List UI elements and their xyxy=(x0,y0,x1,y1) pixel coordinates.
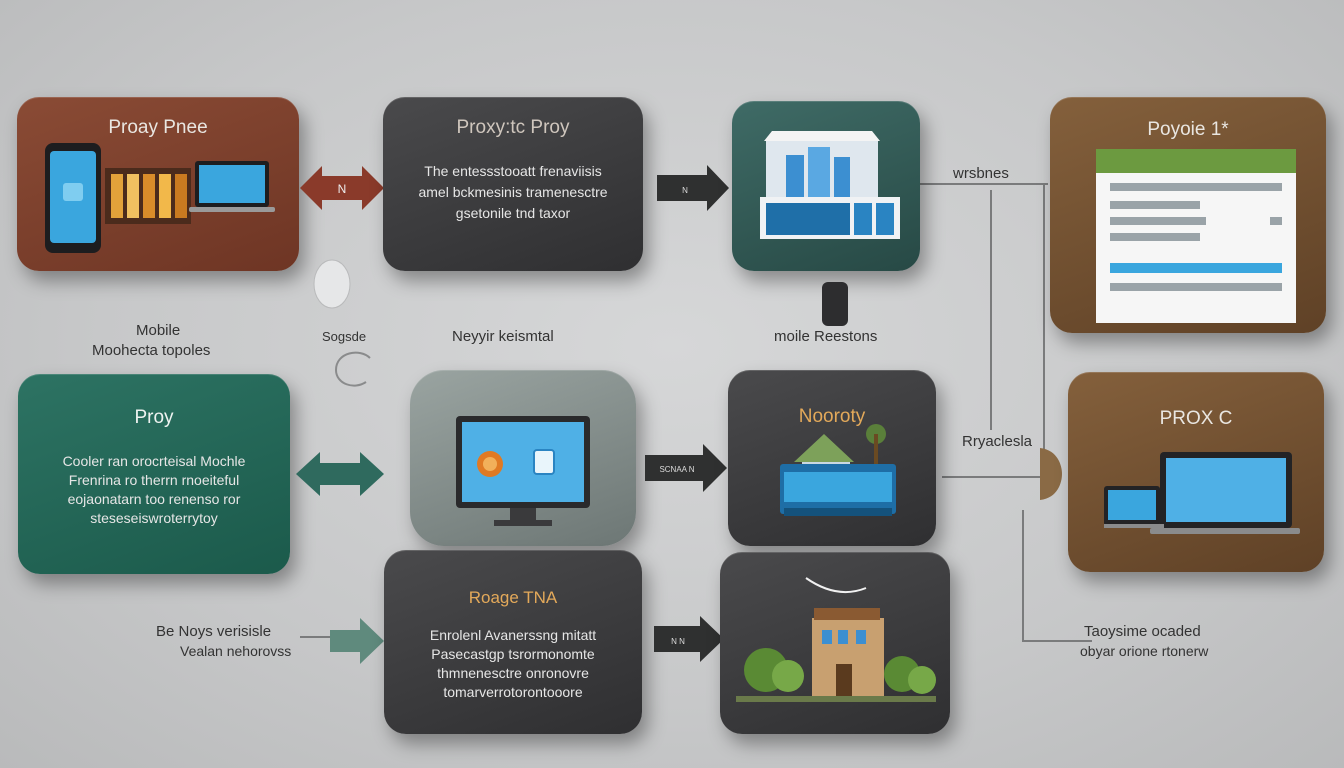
card-noorofy[interactable]: Nooroty xyxy=(728,370,936,546)
body-line: steseseiswroterrytoy xyxy=(90,510,218,526)
connector-line xyxy=(1043,185,1045,485)
body-line: Pasecastgp tsrormonomte xyxy=(431,646,595,662)
body-line: Frenrina ro therrn rnoeiteful xyxy=(68,472,240,488)
arrow-label: N xyxy=(682,186,688,195)
card-title: Proay Pnee xyxy=(108,117,208,138)
phone-laptop-icon xyxy=(45,143,275,253)
label-mobile-bottom: Moohecta topoles xyxy=(92,342,211,359)
card-monitor[interactable] xyxy=(410,370,636,546)
monitor-icon xyxy=(456,416,590,526)
connector-line xyxy=(300,636,340,638)
label-moile: moile Reestons xyxy=(774,328,878,345)
arrow-label: N N xyxy=(671,637,685,646)
body-line: gsetonile tnd taxor xyxy=(455,205,571,221)
card-proycle[interactable]: Poyoie 1* xyxy=(1050,97,1326,333)
label-rryaclesla: Rryaclesla xyxy=(962,433,1033,450)
label-taoyshne: Taoysime ocaded xyxy=(1084,623,1201,640)
connector-line xyxy=(1022,640,1092,642)
label-vealan: Vealan nehorovss xyxy=(180,643,292,659)
label-be-noys: Be Noys verisisle xyxy=(156,623,272,640)
card-title: Poyoie 1* xyxy=(1147,119,1229,140)
connector-line xyxy=(942,476,1042,478)
card-title: Nooroty xyxy=(798,406,866,427)
card-server[interactable] xyxy=(732,101,920,271)
card-proxytic[interactable]: Proxy:tc Proy The entessstooatt frenavii… xyxy=(383,97,643,271)
body-line: Enrolenl Avanerssng mitatt xyxy=(429,627,597,643)
body-line: tomarverrotorontooore xyxy=(443,684,583,700)
body-line: thmnenesctre onronovre xyxy=(437,665,589,681)
card-body: Cooler ran orocrteisal Mochle Frenrina r… xyxy=(30,452,278,528)
arrow-label: N xyxy=(338,182,347,196)
right-arrow-icon: SCNAA N xyxy=(645,444,727,492)
body-line: eojaonatarn too renenso ror xyxy=(67,491,241,507)
label-sogsle: Sogsde xyxy=(322,329,367,344)
building-server-icon xyxy=(760,131,900,239)
pedestal xyxy=(822,282,848,326)
double-arrow-icon: N xyxy=(300,166,384,210)
card-body: Enrolenl Avanerssng mitatt Pasecastgp ts… xyxy=(396,626,630,702)
swirl-icon xyxy=(334,351,371,387)
card-house[interactable] xyxy=(720,552,950,734)
connector-bulb-icon xyxy=(1040,448,1062,500)
document-window-icon xyxy=(1096,149,1296,323)
body-line: Cooler ran orocrteisal Mochle xyxy=(62,453,246,469)
label-neyyr: Neyyir keismtal xyxy=(452,328,554,345)
label-oyet: obyar orione rtonerw xyxy=(1080,643,1209,659)
house-laptop-icon xyxy=(780,424,896,516)
right-arrow-icon: N N xyxy=(654,616,724,662)
card-title: Roage TNA xyxy=(468,588,558,607)
double-arrow-icon xyxy=(296,452,384,496)
card-rooge[interactable]: Roage TNA Enrolenl Avanerssng mitatt Pas… xyxy=(384,550,642,734)
connector-line xyxy=(920,183,1048,185)
body-line: The entessstooatt frenaviisis xyxy=(424,163,602,179)
right-arrow-icon: N xyxy=(657,165,729,211)
droplet-icon xyxy=(313,259,351,309)
devices-icon xyxy=(1104,452,1300,534)
card-title: Proxy:tc Proy xyxy=(456,117,570,138)
body-line: amel bckmesinis tramenesctre xyxy=(418,184,608,200)
card-title: PROX C xyxy=(1159,408,1233,429)
card-proy[interactable]: Proy Cooler ran orocrteisal Mochle Frenr… xyxy=(18,374,290,574)
connector-line xyxy=(990,190,992,430)
arrow-label: SCNAA N xyxy=(659,465,694,474)
card-title: Proy xyxy=(134,407,174,428)
card-body: The entessstooatt frenaviisis amel bckme… xyxy=(395,161,631,224)
house-trees-icon xyxy=(736,577,936,702)
connector-line xyxy=(1022,510,1024,640)
card-proxy-phone[interactable]: Proay Pnee xyxy=(17,97,299,271)
label-wrsbnes: wrsbnes xyxy=(953,165,1009,182)
card-proxc[interactable]: PROX C xyxy=(1068,372,1324,572)
label-mobile-top: Mobile xyxy=(136,322,181,339)
right-arrow-icon xyxy=(330,618,384,664)
